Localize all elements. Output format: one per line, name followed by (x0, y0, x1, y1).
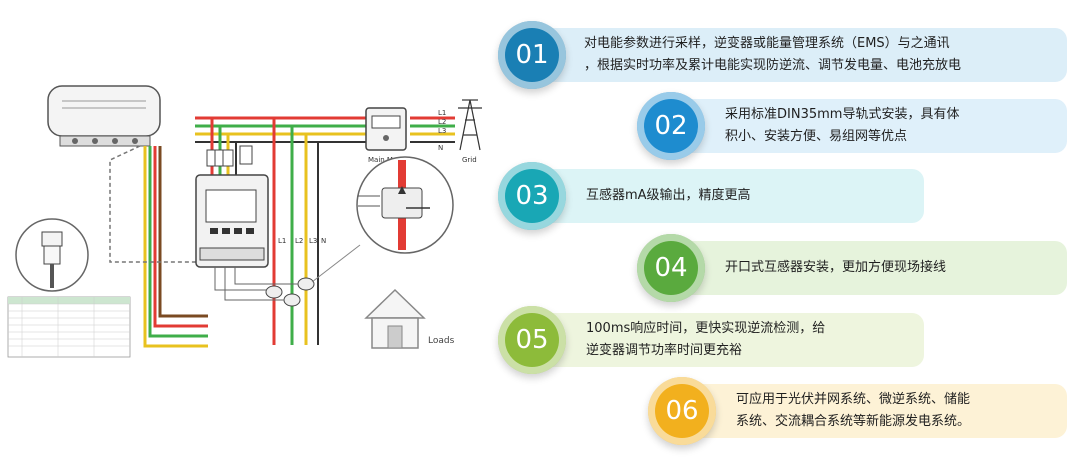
feature-number-badge-01: 01 (498, 21, 566, 89)
feature-line: 对电能参数进行采样，逆变器或能量管理系统（EMS）与之通讯 (584, 36, 950, 51)
rj45-closeup (15, 218, 89, 292)
loads-label: Loads (428, 336, 455, 346)
smart-meter (195, 174, 269, 268)
line-label-l1: L1 (438, 109, 446, 117)
feature-line: 开口式互感器安装，更加方便现场接线 (725, 260, 947, 275)
ct-closeup (356, 156, 454, 254)
line-label-l2: L2 (438, 118, 446, 126)
grid-tower-icon (458, 99, 482, 151)
feature-number: 03 (515, 181, 549, 211)
main-meter (365, 107, 407, 151)
feature-number-badge-05: 05 (498, 306, 566, 374)
grid-label: Grid (462, 156, 477, 164)
feature-band-06: 可应用于光伏并网系统、微逆系统、储能系统、交流耦合系统等新能源发电系统。 (682, 384, 1067, 438)
feature-line: 100ms响应时间，更快实现逆流检测，给 (586, 321, 826, 336)
feature-band-01: 对电能参数进行采样，逆变器或能量管理系统（EMS）与之通讯 ，根据实时功率及累计电… (532, 28, 1067, 82)
current-transformers (265, 277, 315, 307)
inverter (47, 85, 161, 147)
feature-line: 互感器mA级输出，精度更高 (586, 188, 751, 203)
feature-line: ，根据实时功率及累计电能实现防逆流、调节发电量、电池充放电 (584, 58, 962, 73)
meter-terminal-label-2: L2 (295, 237, 303, 245)
feature-number: 06 (665, 396, 699, 426)
feature-number-badge-06: 06 (648, 377, 716, 445)
house-icon (364, 288, 426, 349)
feature-band-02: 采用标准DIN35mm导轨式安装，具有体积小、安装方便、易组网等优点 (671, 99, 1067, 153)
feature-text-01: 对电能参数进行采样，逆变器或能量管理系统（EMS）与之通讯 ，根据实时功率及累计电… (532, 33, 971, 77)
feature-line: 可应用于光伏并网系统、微逆系统、储能 (736, 392, 971, 407)
feature-number: 05 (515, 325, 549, 355)
feature-number: 04 (654, 253, 688, 283)
feature-number: 02 (654, 111, 688, 141)
feature-number-badge-03: 03 (498, 162, 566, 230)
meter-terminal-label-4: N (321, 237, 326, 245)
pin-table (7, 296, 131, 358)
feature-band-05: 100ms响应时间，更快实现逆流检测，给逆变器调节功率时间更充裕 (532, 313, 924, 367)
feature-number: 01 (515, 40, 549, 70)
feature-number-badge-02: 02 (637, 92, 705, 160)
feature-band-03: 互感器mA级输出，精度更高 (532, 169, 924, 223)
feature-text-04: 开口式互感器安装，更加方便现场接线 (671, 257, 956, 279)
feature-line: 采用标准DIN35mm导轨式安装，具有体 (725, 107, 960, 122)
bus-lines (143, 116, 455, 348)
feature-text-06: 可应用于光伏并网系统、微逆系统、储能系统、交流耦合系统等新能源发电系统。 (682, 389, 980, 433)
feature-text-05: 100ms响应时间，更快实现逆流检测，给逆变器调节功率时间更充裕 (532, 318, 835, 362)
feature-line: 系统、交流耦合系统等新能源发电系统。 (736, 414, 971, 429)
feature-text-03: 互感器mA级输出，精度更高 (532, 185, 761, 207)
feature-line: 逆变器调节功率时间更充裕 (586, 343, 743, 358)
wiring-diagram: L1 L2 L3 N Main Meter L1 L2 L3 N Grid (7, 85, 482, 358)
feature-number-badge-04: 04 (637, 234, 705, 302)
feature-band-04: 开口式互感器安装，更加方便现场接线 (671, 241, 1067, 295)
meter-terminal-label-3: L3 (309, 237, 317, 245)
meter-terminal-label-1: L1 (278, 237, 286, 245)
feature-line: 积小、安装方便、易组网等优点 (725, 129, 908, 144)
line-label-l3: L3 (438, 127, 446, 135)
line-label-n: N (438, 144, 443, 152)
comm-cable (109, 145, 200, 263)
feature-text-02: 采用标准DIN35mm导轨式安装，具有体积小、安装方便、易组网等优点 (671, 104, 969, 148)
fuses (206, 145, 253, 167)
